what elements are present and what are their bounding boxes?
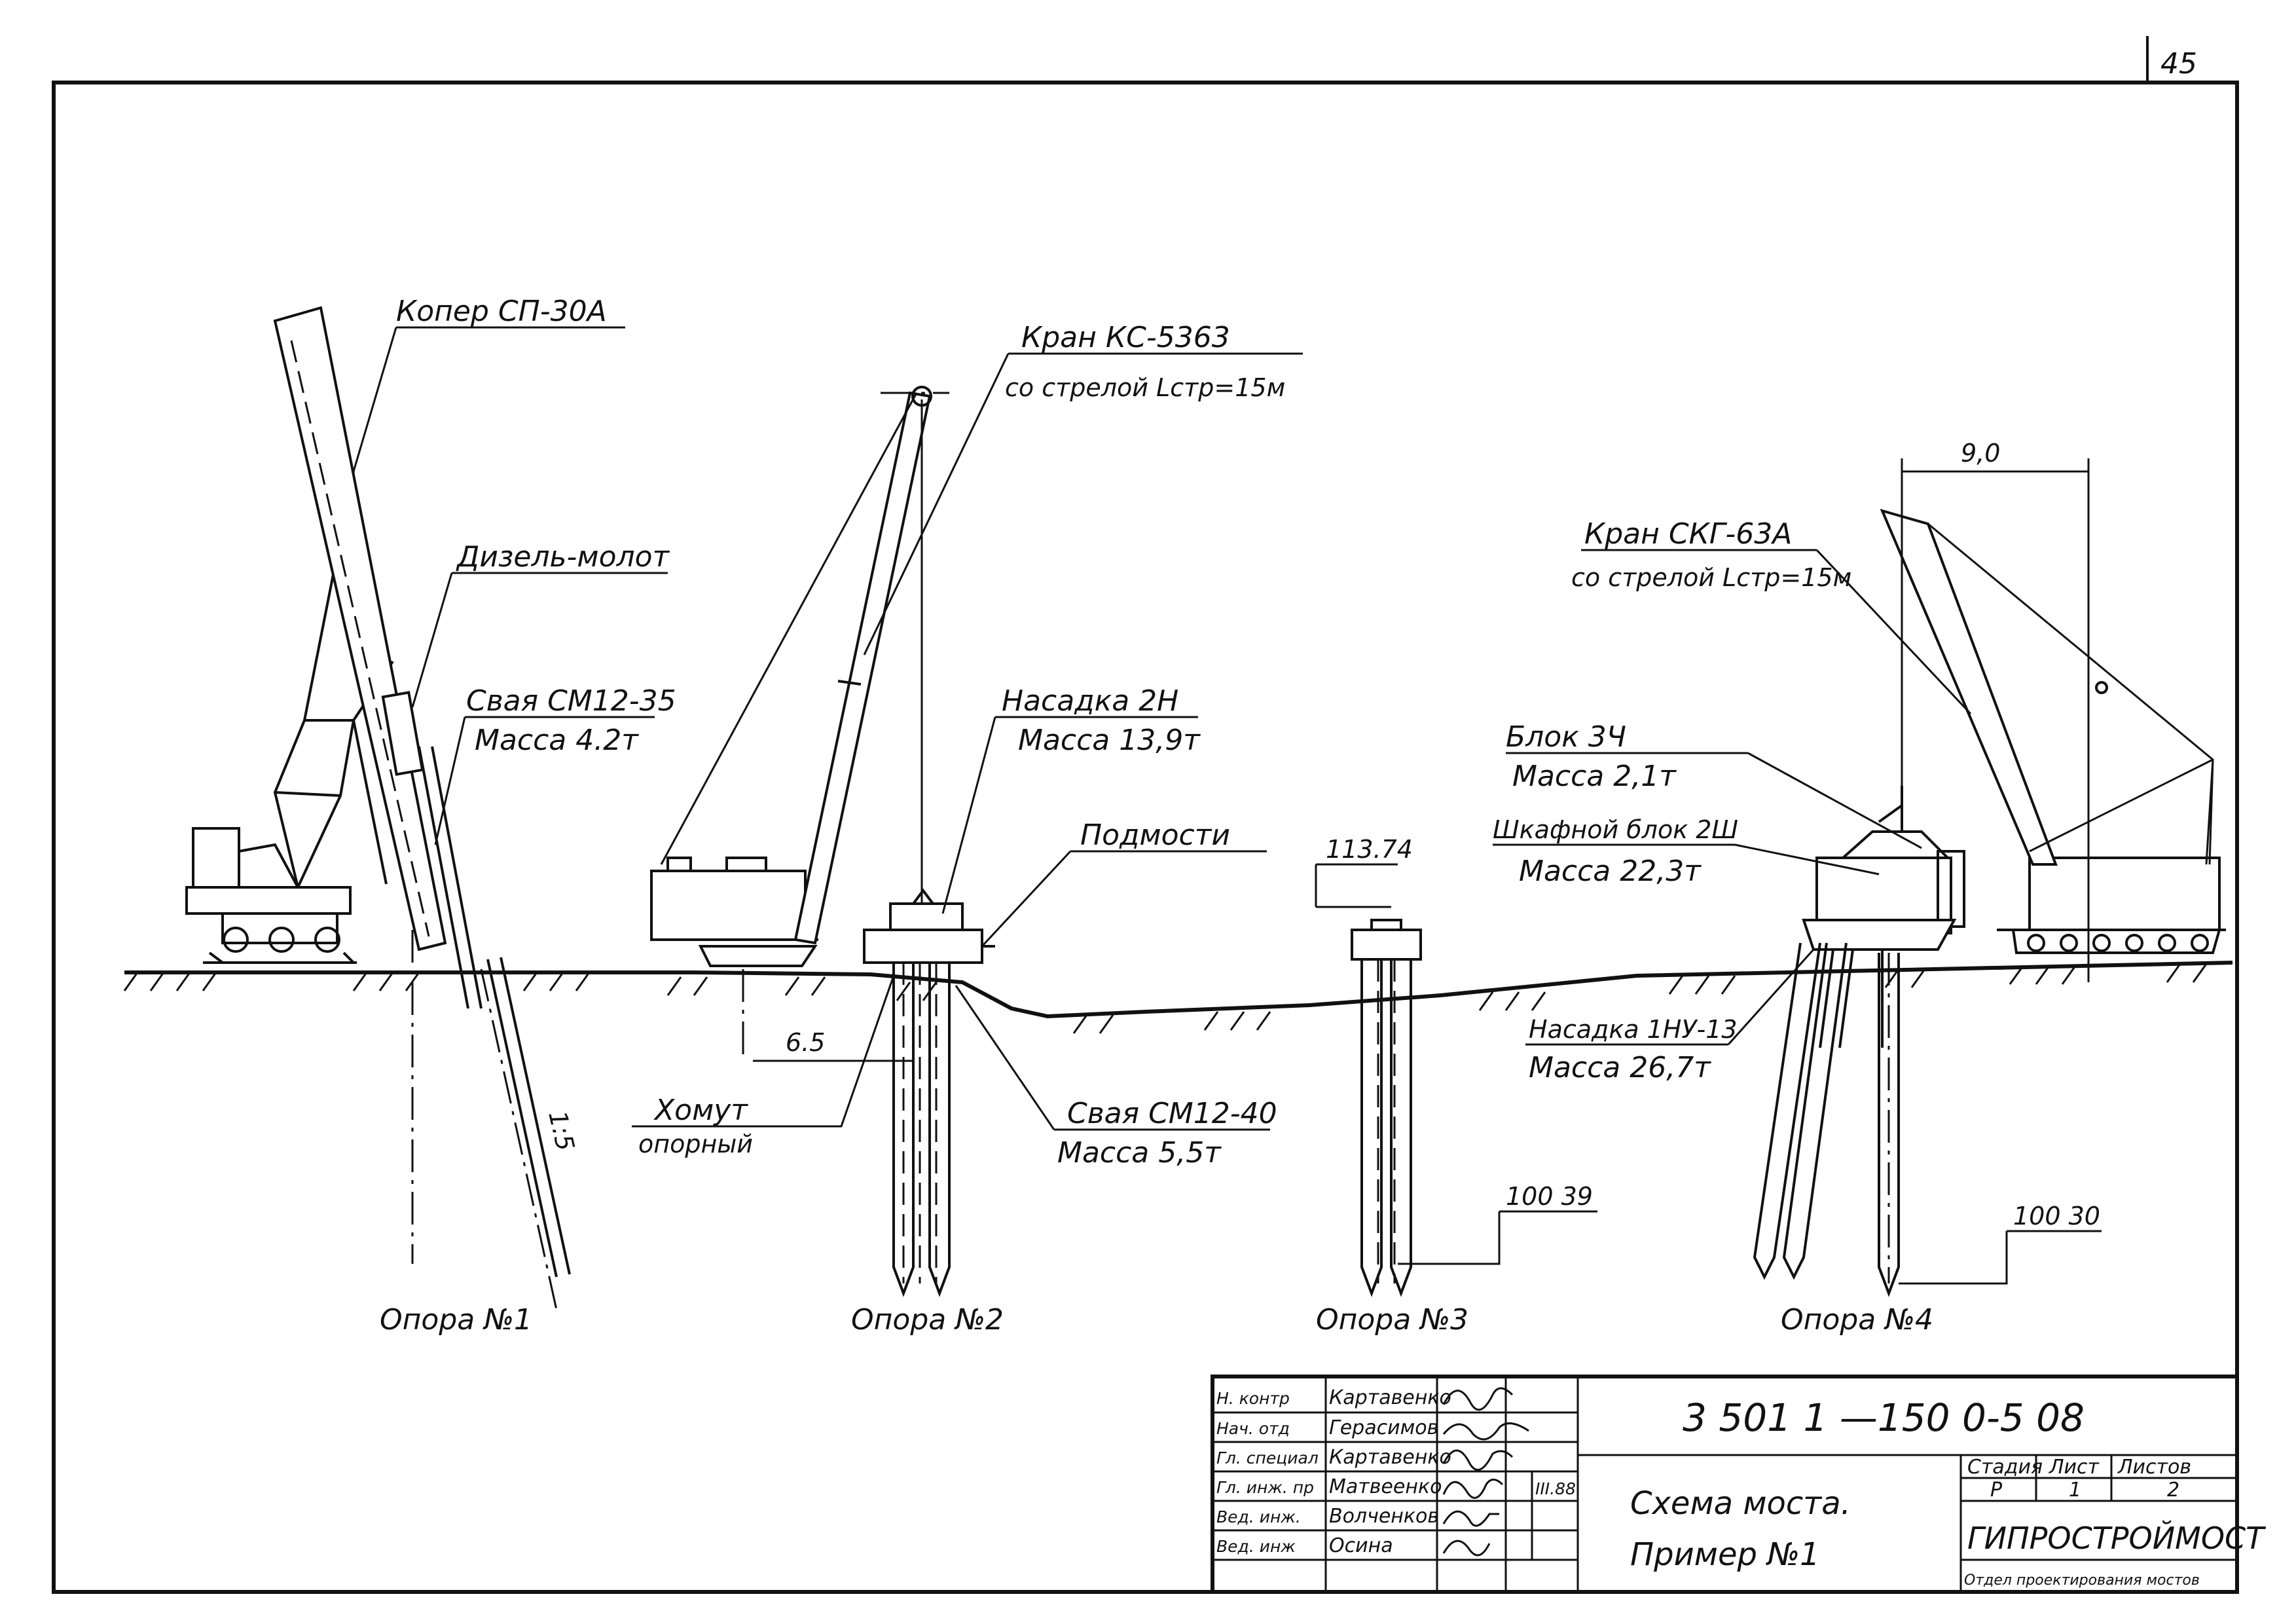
ground-line	[124, 961, 2233, 1019]
diesel-hammer-label: Дизель-молот	[456, 540, 670, 574]
block-name-label: Блок 3Ч	[1506, 720, 1626, 754]
clamp-label-line1: Хомут	[653, 1094, 748, 1127]
pile2-name-label: Свая СМ12-40	[1067, 1097, 1277, 1130]
role-3: Гл. инж. пр	[1216, 1478, 1314, 1497]
crane-skg63a	[1753, 458, 2226, 1297]
support1-label: Опора №1	[380, 1303, 532, 1337]
stage-value: Р	[1990, 1479, 2003, 1502]
elev-top-label: 113.74	[1326, 835, 1413, 864]
dim-65-label: 6.5	[786, 1028, 825, 1057]
scaffold-label: Подмости	[1080, 819, 1230, 852]
pile1-name-label: Свая СМ12-35	[466, 684, 676, 718]
signatures	[1442, 1387, 1529, 1557]
title-line1: Схема моста.	[1630, 1485, 1851, 1522]
crane2-name-label: Кран СКГ-63А	[1584, 517, 1792, 551]
crane2-boom-label: со стрелой Lстр=15м	[1571, 563, 1851, 592]
koper-label: Копер СП-30А	[396, 295, 607, 328]
dept-label: Отдел проектирования мостов	[1964, 1572, 2200, 1589]
pile2-mass-label: Масса 5,5т	[1057, 1136, 1222, 1170]
doc-code: 3 501 1 —150 0-5 08	[1683, 1395, 2085, 1440]
crane1-name-label: Кран КС-5363	[1021, 321, 1230, 354]
pier-2	[863, 888, 995, 1297]
support2-label: Опора №2	[851, 1303, 1004, 1337]
cap2-mass-label: Масса 13,9т	[1018, 724, 1201, 757]
support4-label: Опора №4	[1781, 1303, 1933, 1337]
name-5: Осина	[1329, 1534, 1393, 1557]
name-2: Картавенко	[1329, 1446, 1451, 1469]
title-line2: Пример №1	[1630, 1536, 1820, 1573]
name-3: Матвеенко	[1329, 1475, 1442, 1498]
sheet-value: 1	[2069, 1479, 2081, 1502]
sheets-header: Листов	[2117, 1456, 2191, 1479]
stage-header: Стадия	[1967, 1456, 2043, 1479]
name-4: Волченков	[1329, 1505, 1439, 1528]
drawing-frame	[52, 81, 2239, 1594]
elev-4-label: 100 30	[2013, 1202, 2100, 1230]
role-1: Нач. отд	[1216, 1419, 1290, 1438]
date-label: III.88	[1535, 1479, 1576, 1498]
role-4: Вед. инж.	[1216, 1507, 1301, 1526]
pile-driver-sp30a	[185, 306, 571, 1310]
cabinet-name-label: Шкафной блок 2Ш	[1493, 815, 1738, 844]
pile1-mass-label: Масса 4.2т	[475, 724, 639, 757]
dim-90-label: 9,0	[1961, 439, 2000, 468]
cap2-name-label: Насадка 2Н	[1002, 684, 1178, 718]
role-5: Вед. инж	[1216, 1537, 1296, 1556]
role-0: Н. контр	[1216, 1389, 1290, 1408]
elev-3-label: 100 39	[1506, 1182, 1593, 1211]
name-0: Картавенко	[1329, 1386, 1451, 1409]
block-mass-label: Масса 2,1т	[1512, 760, 1677, 793]
clamp-label-line2: опорный	[638, 1130, 753, 1158]
support3-label: Опора №3	[1316, 1303, 1468, 1337]
slope-label: 1:5	[543, 1108, 580, 1153]
sheet-header: Лист	[2049, 1456, 2100, 1479]
pier-3	[1315, 863, 1597, 1297]
role-2: Гл. специал	[1216, 1449, 1319, 1467]
cap4-mass-label: Масса 26,7т	[1529, 1051, 1711, 1084]
cabinet-mass-label: Масса 22,3т	[1519, 855, 1702, 888]
page-number: 45	[2160, 47, 2197, 81]
cap4-name-label: Насадка 1НУ-13	[1529, 1015, 1738, 1044]
crane-ks5363	[650, 386, 949, 1061]
title-block	[1211, 1375, 2239, 1594]
crane1-boom-label: со стрелой Lстр=15м	[1005, 373, 1285, 402]
sheets-value: 2	[2167, 1479, 2179, 1502]
name-1: Герасимов	[1329, 1416, 1438, 1439]
org-label: ГИПРОСТРОЙМОСТ	[1967, 1521, 2267, 1556]
